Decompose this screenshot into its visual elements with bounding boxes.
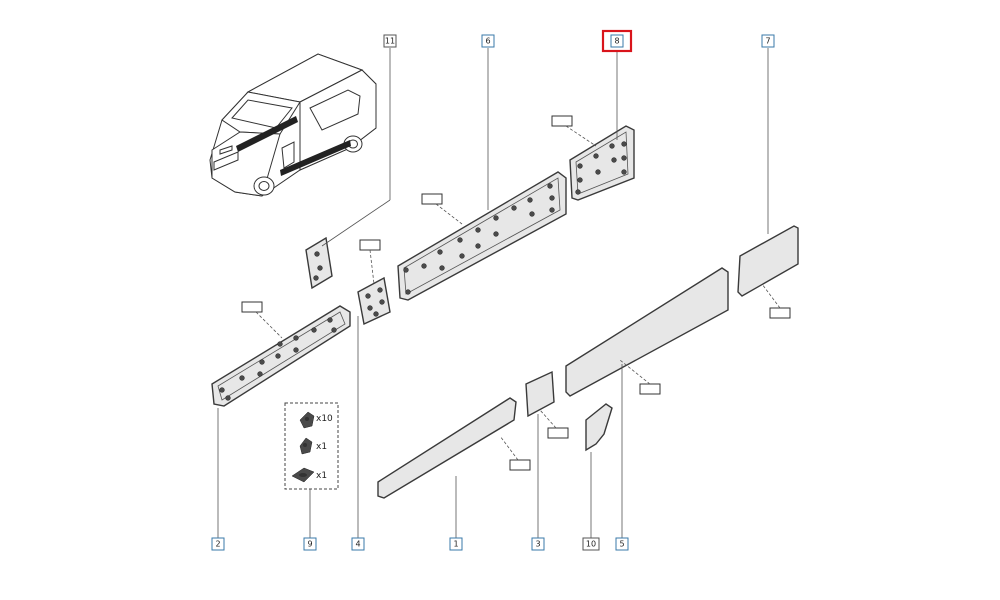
part-5-molding <box>565 267 729 397</box>
ref-dash-4 <box>369 249 375 285</box>
ref-dash-3 <box>539 409 557 429</box>
ref-marker-8 <box>551 115 573 127</box>
ref-marker-3 <box>547 427 569 439</box>
callout-3[interactable]: 3 <box>531 537 545 551</box>
part-9-clip-kit: x10 x1 x1 <box>284 402 339 490</box>
svg-text:1: 1 <box>453 540 458 549</box>
part-7-molding <box>737 225 799 297</box>
svg-text:8: 8 <box>614 37 619 46</box>
part-4-panel <box>357 276 391 326</box>
ref-dash-5 <box>619 359 651 385</box>
ref-marker-6 <box>421 193 443 205</box>
callout-6[interactable]: 6 <box>481 34 495 48</box>
callout-4[interactable]: 4 <box>351 537 365 551</box>
svg-text:2: 2 <box>215 540 220 549</box>
part-11-panel <box>305 236 333 290</box>
svg-text:6: 6 <box>485 37 490 46</box>
part-8-panel <box>569 125 635 201</box>
ref-marker-2 <box>241 301 263 313</box>
callout-8[interactable]: 8 <box>601 29 633 53</box>
callout-1[interactable]: 1 <box>449 537 463 551</box>
clip-a-icon <box>299 411 315 429</box>
svg-text:11: 11 <box>385 37 395 46</box>
svg-text:5: 5 <box>619 540 624 549</box>
ref-marker-5 <box>639 383 661 395</box>
ref-dash-2 <box>255 311 283 339</box>
clip-c-qty: x1 <box>316 471 327 481</box>
callout-2[interactable]: 2 <box>211 537 225 551</box>
leader-11b <box>321 199 391 247</box>
ref-marker-7 <box>769 307 791 319</box>
callout-7[interactable]: 7 <box>761 34 775 48</box>
callout-5[interactable]: 5 <box>615 537 629 551</box>
svg-text:10: 10 <box>586 540 596 549</box>
clip-c-icon <box>291 467 315 483</box>
svg-text:4: 4 <box>355 540 360 549</box>
ref-dash-1 <box>499 435 519 461</box>
van-illustration <box>209 53 377 197</box>
callout-8-highlight <box>601 29 633 53</box>
ref-dash-6 <box>435 203 463 225</box>
part-6-panel <box>397 171 567 301</box>
svg-text:3: 3 <box>535 540 540 549</box>
callout-10[interactable]: 10 <box>582 537 600 551</box>
part-2-panel <box>211 305 351 407</box>
ref-marker-4 <box>359 239 381 251</box>
clip-a-qty: x10 <box>316 414 333 424</box>
ref-marker-1 <box>509 459 531 471</box>
clip-kit-frame <box>284 402 339 490</box>
part-1-molding <box>377 397 517 499</box>
svg-text:7: 7 <box>765 37 770 46</box>
callout-9[interactable]: 9 <box>303 537 317 551</box>
svg-text:9: 9 <box>307 540 312 549</box>
clip-b-qty: x1 <box>316 442 327 452</box>
callout-11[interactable]: 11 <box>383 34 397 48</box>
clip-b-icon <box>299 437 313 455</box>
part-3-molding <box>525 370 555 418</box>
ref-dash-7 <box>761 283 781 309</box>
ref-dash-8 <box>565 125 597 147</box>
part-10-piece <box>585 403 613 452</box>
